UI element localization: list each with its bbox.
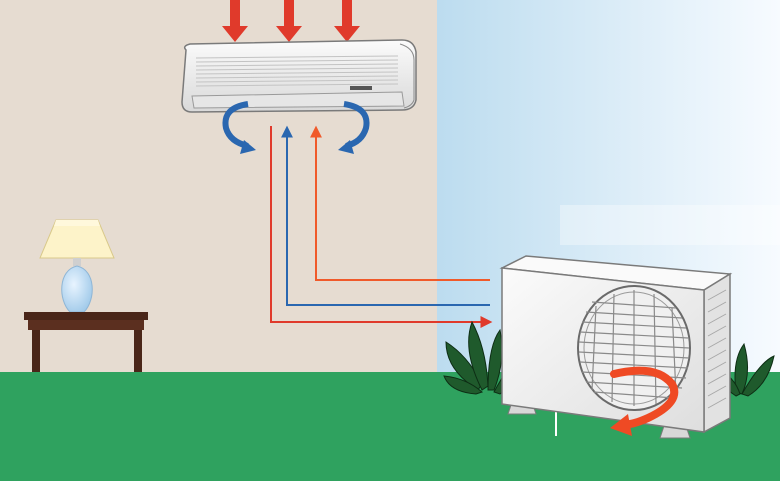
outdoor-unit-icon <box>499 255 733 439</box>
hot-line <box>270 126 493 328</box>
indoor-unit-icon <box>181 39 417 113</box>
side-table-icon <box>24 312 148 372</box>
lamp-icon <box>39 219 115 313</box>
plant-left-icon <box>443 320 529 395</box>
brand-badge <box>350 86 372 90</box>
connecting-lines <box>270 125 493 328</box>
sky-haze <box>560 205 780 245</box>
cool-air-swirl-left-icon <box>222 101 256 154</box>
cool-line <box>281 125 490 306</box>
warm-line <box>310 125 490 281</box>
cool-air-swirl-right-icon <box>338 101 370 154</box>
hot-air-arrows-icon <box>222 0 360 42</box>
exhaust-arrow-icon <box>610 366 679 436</box>
